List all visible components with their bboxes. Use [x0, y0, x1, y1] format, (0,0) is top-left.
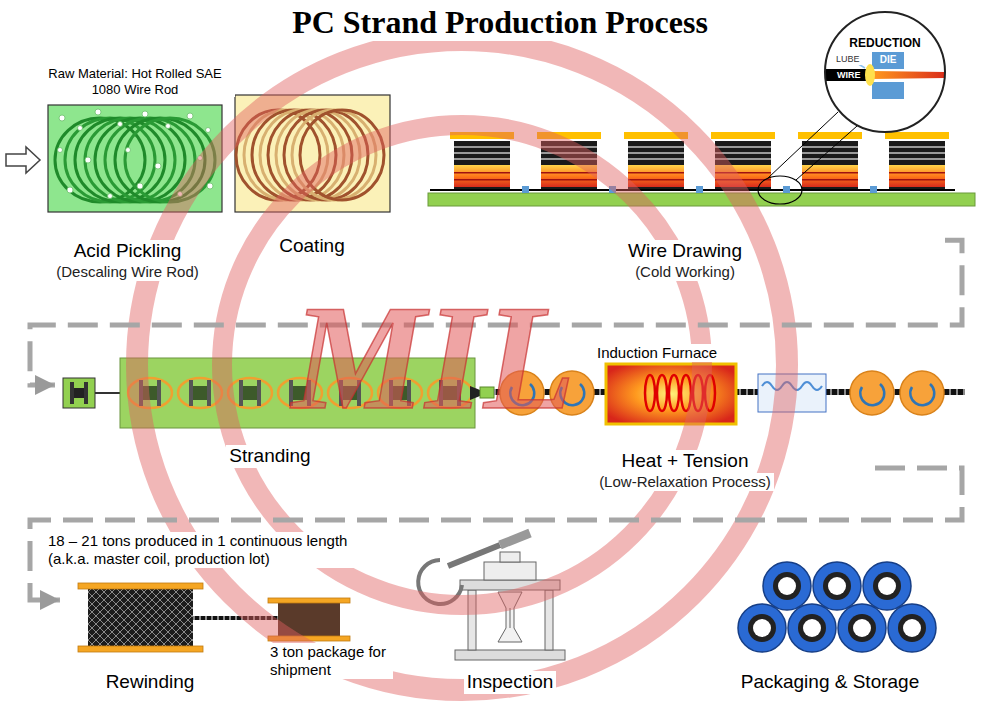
- strand-packages: [813, 562, 861, 610]
- strand-packages: [763, 562, 811, 610]
- stranding-machine: [63, 378, 95, 408]
- flow-arrow: [30, 468, 962, 600]
- stage-note: (Descaling Wire Rod): [53, 263, 202, 281]
- inspection-machine: [484, 562, 536, 580]
- pickling-tank: [118, 122, 123, 127]
- watermark-rings: [137, 40, 787, 690]
- stage-note: (Low-Relaxation Process): [596, 473, 774, 491]
- pickling-tank: [95, 109, 101, 115]
- raw-material-note: Raw Material: Hot Rolled SAE 1080 Wire R…: [35, 66, 235, 97]
- drawing-machine: [522, 186, 529, 193]
- stranding-machine: [95, 392, 120, 394]
- heat-tension-line: [657, 375, 667, 411]
- stage-name: Acid Pickling: [71, 240, 185, 263]
- reduction-callout: [825, 12, 945, 132]
- reduction-callout: [820, 69, 872, 81]
- diagram-title: PC Strand Production Process: [286, 4, 714, 41]
- process-note: 3 ton package for shipment: [268, 643, 393, 679]
- rewinding-spools: [268, 598, 350, 603]
- feed-arrow: [6, 147, 40, 173]
- pickling-tank: [207, 183, 213, 189]
- callout-title: REDUCTION: [846, 36, 924, 50]
- process-stage: Acid Pickling(Descaling Wire Rod): [25, 100, 230, 285]
- reduction-callout: [872, 52, 904, 69]
- watermark: MIL: [290, 282, 577, 432]
- drawing-machine: [768, 112, 838, 178]
- pickling-tank: [108, 194, 113, 199]
- reduction-callout: [820, 52, 950, 99]
- pickling-tank: [142, 111, 148, 117]
- drawing-machine: [885, 132, 949, 191]
- drawing-machine: [796, 126, 857, 180]
- watermark-rings: [137, 40, 787, 690]
- inspection-machine: [455, 650, 565, 660]
- strand-packages: [738, 562, 936, 652]
- pickling-tank: [187, 113, 193, 119]
- pickling-tank: [126, 148, 131, 153]
- stage-note: (Cold Working): [632, 263, 738, 281]
- stage-name: Heat + Tension: [619, 450, 752, 473]
- pickling-tank: [67, 187, 73, 193]
- drawing-machine: [783, 186, 790, 193]
- inspection-machine: [500, 552, 520, 562]
- stage-name: Rewinding: [103, 671, 198, 694]
- rewinding-spools: [88, 589, 193, 646]
- heat-tension-line: [900, 371, 944, 415]
- process-note: 18 – 21 tons produced in 1 continuous le…: [46, 532, 381, 568]
- strand-packages: [888, 604, 936, 652]
- process-stage: Inspection: [430, 540, 590, 698]
- pickling-tank: [137, 183, 143, 189]
- inspection-machine: [448, 545, 500, 566]
- stage-name: Coating: [276, 235, 348, 258]
- process-stage: Packaging & Storage: [715, 560, 945, 698]
- pickling-tank: [85, 157, 91, 163]
- strand-packages: [863, 562, 911, 610]
- drawing-machine: [450, 132, 514, 191]
- part-label: Induction Furnace: [595, 344, 719, 362]
- strand-packages: [788, 604, 836, 652]
- pickling-tank: [206, 128, 211, 133]
- reduction-callout: [820, 12, 950, 132]
- reduction-callout: [872, 82, 904, 99]
- inspection-machine: [500, 533, 530, 545]
- pickling-tank: [59, 115, 65, 121]
- process-stage: Coating: [232, 92, 392, 262]
- part-label: WIRE: [835, 70, 863, 81]
- drawing-machine: [870, 186, 877, 193]
- strand-packages: [838, 604, 886, 652]
- stage-name: Packaging & Storage: [738, 671, 923, 694]
- stranding-machine: [84, 382, 88, 404]
- process-stage: Rewinding: [60, 580, 240, 698]
- heat-tension-line: [645, 375, 655, 411]
- rewinding-spools: [78, 646, 203, 652]
- drawing-machine: [696, 186, 703, 193]
- pickling-tank: [155, 163, 161, 169]
- reduction-callout: [865, 64, 875, 86]
- heat-tension-line: [850, 371, 894, 415]
- strand-packages: [738, 604, 786, 652]
- feed-arrow: [6, 147, 40, 173]
- drawing-machine: [428, 193, 975, 206]
- stage-name: Inspection: [464, 671, 557, 694]
- stage-name: Wire Drawing: [625, 240, 745, 263]
- process-stage: Wire Drawing(Cold Working): [425, 125, 945, 285]
- part-label: DIE: [874, 54, 902, 66]
- heat-tension-line: [606, 364, 736, 424]
- rewinding-spools: [78, 583, 203, 589]
- part-label: LUBE: [834, 54, 862, 65]
- reduction-callout: [872, 71, 950, 79]
- pickling-tank: [166, 124, 171, 129]
- heat-tension-line: [669, 375, 679, 411]
- stranding-machine: [74, 388, 84, 398]
- stranding-machine: [70, 382, 74, 404]
- drawing-machine: [624, 132, 688, 191]
- inspection-machine: [510, 608, 511, 628]
- stage-name: Stranding: [226, 445, 313, 468]
- pickling-tank: [58, 148, 63, 153]
- pickling-tank: [78, 126, 83, 131]
- drawing-machine: [758, 176, 802, 204]
